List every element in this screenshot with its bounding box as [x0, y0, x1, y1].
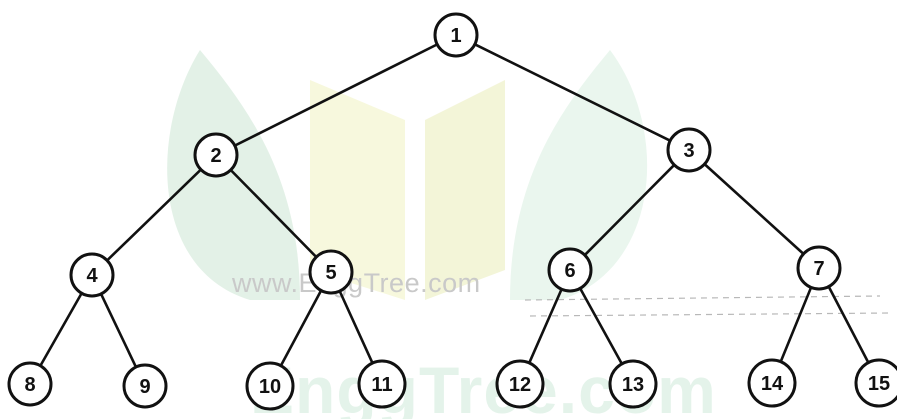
tree-node-15: 15 — [854, 358, 897, 408]
tree-node-6: 6 — [547, 247, 593, 293]
edge-2-4 — [105, 168, 203, 262]
node-circle — [547, 247, 593, 293]
edge-1-2 — [233, 43, 439, 147]
node-label: 13 — [622, 374, 644, 396]
node-label: 3 — [683, 140, 694, 162]
node-label: 9 — [139, 376, 150, 398]
tree-node-10: 10 — [245, 361, 295, 411]
node-circle — [495, 359, 545, 409]
edge-6-13 — [578, 287, 624, 366]
edge-1-3 — [473, 42, 672, 143]
node-label: 10 — [259, 376, 281, 398]
node-circle — [308, 249, 354, 295]
edge-6-12 — [527, 287, 563, 365]
node-label: 12 — [509, 374, 531, 396]
node-label: 5 — [325, 262, 336, 284]
tree-node-5: 5 — [308, 249, 354, 295]
watermark-leaf-left — [167, 50, 300, 300]
tree-node-9: 9 — [122, 363, 168, 409]
node-circle — [796, 245, 842, 291]
edge-7-14 — [779, 286, 813, 364]
tree-node-12: 12 — [495, 359, 545, 409]
node-label: 15 — [868, 373, 890, 395]
edge-2-5 — [229, 168, 318, 259]
node-label: 6 — [564, 260, 575, 282]
tree-node-7: 7 — [796, 245, 842, 291]
node-label: 11 — [371, 374, 392, 396]
tree-node-13: 13 — [608, 359, 658, 409]
tree-node-1: 1 — [433, 12, 479, 58]
watermark-book-right — [425, 80, 505, 300]
edge-4-8 — [39, 291, 83, 368]
node-circle — [433, 12, 479, 58]
tree-node-8: 8 — [7, 361, 53, 407]
node-label: 1 — [450, 25, 461, 47]
edge-5-11 — [338, 289, 374, 365]
node-circle — [193, 132, 239, 178]
node-circle — [122, 363, 168, 409]
watermark-dash-line-2 — [529, 312, 891, 317]
watermark-dash-line-1 — [524, 295, 881, 301]
node-circle — [357, 359, 407, 409]
node-label: 7 — [813, 258, 824, 280]
watermark-book-left — [310, 80, 405, 300]
edge-7-15 — [827, 285, 870, 364]
tree-node-14: 14 — [747, 358, 797, 408]
tree-node-3: 3 — [666, 127, 712, 173]
tree-node-2: 2 — [193, 132, 239, 178]
edge-4-9 — [99, 292, 138, 369]
node-circle — [245, 361, 295, 411]
tree-edges — [39, 42, 870, 369]
edge-5-10 — [279, 289, 323, 368]
edge-3-6 — [583, 163, 676, 257]
node-circle — [747, 358, 797, 408]
node-label: 4 — [86, 265, 98, 287]
node-circle — [854, 358, 897, 408]
node-circle — [608, 359, 658, 409]
tree-node-11: 11 — [357, 359, 407, 409]
node-circle — [69, 252, 115, 298]
node-circle — [7, 361, 53, 407]
node-label: 8 — [24, 374, 35, 396]
watermark-url-text: www.EnggTree.com — [232, 268, 481, 298]
node-label: 14 — [761, 373, 784, 395]
edge-3-7 — [703, 162, 805, 256]
node-circle — [666, 127, 712, 173]
node-label: 2 — [210, 145, 221, 167]
tree-node-4: 4 — [69, 252, 115, 298]
